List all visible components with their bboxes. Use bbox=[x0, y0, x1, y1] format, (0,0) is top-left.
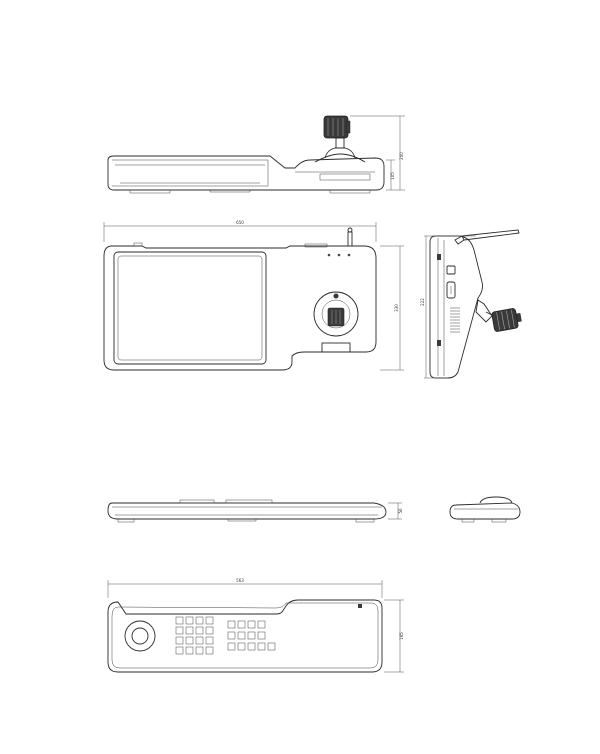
dim-label-keyboard-width: 563 bbox=[236, 578, 244, 583]
joystick-knob-side bbox=[491, 308, 522, 332]
power-button bbox=[446, 265, 456, 275]
dim-label-end-height: 222 bbox=[420, 298, 425, 306]
joystick-ring bbox=[313, 291, 359, 337]
joystick-base-plate bbox=[319, 173, 371, 181]
keycaps-row bbox=[179, 499, 215, 504]
foot-left-front bbox=[117, 519, 135, 523]
view-plan: 650 330 bbox=[103, 220, 404, 371]
led-3 bbox=[347, 253, 351, 257]
status-led bbox=[358, 604, 362, 608]
dim-label-total-height: 200 bbox=[399, 152, 404, 160]
foot-mid-front bbox=[227, 519, 257, 522]
antenna bbox=[461, 229, 520, 241]
foot-right bbox=[329, 190, 371, 194]
view-keyboard-front: 56 bbox=[107, 499, 403, 523]
led-1 bbox=[327, 253, 331, 257]
keyboard-joystick-ring bbox=[124, 620, 156, 652]
dim-label-body-height: 105 bbox=[390, 172, 395, 180]
view-keyboard-side bbox=[449, 496, 521, 523]
antenna-hinge bbox=[454, 235, 465, 245]
screen-panel-edge bbox=[112, 159, 269, 187]
dim-label-plan-width: 650 bbox=[236, 220, 244, 225]
joystick-shaft bbox=[335, 137, 345, 149]
foot-right-front bbox=[355, 519, 375, 523]
dim-label-front-height: 56 bbox=[398, 508, 403, 514]
touch-screen bbox=[113, 251, 267, 365]
controller-body-outline bbox=[107, 155, 385, 191]
dim-label-keyboard-depth: 165 bbox=[399, 632, 404, 640]
vent-grill bbox=[450, 307, 460, 333]
dim-label-plan-depth: 330 bbox=[394, 304, 399, 312]
view-keyboard-plan: 563 165 bbox=[107, 578, 404, 673]
keyboard-side-outline bbox=[449, 502, 521, 520]
joystick-knob bbox=[323, 115, 349, 139]
keyboard-plan-outline bbox=[107, 599, 383, 673]
view-end: 222 bbox=[420, 229, 522, 379]
keyboard-front-outline bbox=[107, 502, 387, 520]
joystick-dome-side bbox=[479, 496, 513, 504]
keypad-right bbox=[227, 620, 276, 651]
end-view-outline bbox=[429, 235, 483, 379]
label-slot bbox=[321, 342, 351, 353]
port-top bbox=[133, 242, 143, 247]
foot-left bbox=[129, 190, 171, 194]
foot-mid bbox=[209, 190, 251, 193]
antenna-stub bbox=[347, 231, 353, 247]
joystick-boot bbox=[324, 147, 356, 159]
keypad-left bbox=[175, 616, 214, 655]
joystick-boot-side bbox=[475, 299, 493, 323]
led-2 bbox=[337, 253, 341, 257]
side-switch bbox=[446, 281, 456, 299]
keyboard-joystick-knob bbox=[131, 627, 149, 645]
view-side-elevation: 200 105 bbox=[107, 115, 405, 194]
controller-plan-outline bbox=[103, 245, 377, 371]
joystick-button bbox=[345, 120, 351, 134]
